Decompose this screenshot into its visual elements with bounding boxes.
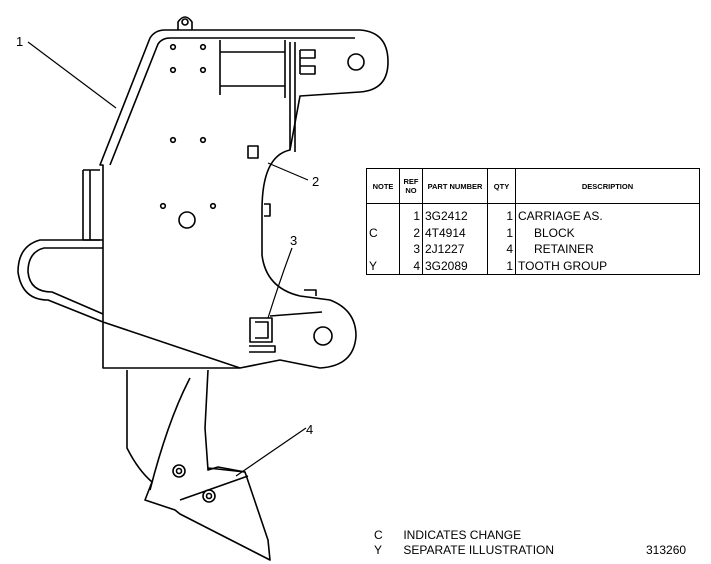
cell-note [366,241,400,258]
header-qty: QTY [487,168,516,204]
header-part-number: PART NUMBER [422,168,488,204]
cell-description-text: BLOCK [534,225,575,240]
legend-code: C [374,528,383,542]
cell-qty: 1 [487,224,516,241]
cell-description: RETAINER [515,241,700,258]
header-note: NOTE [366,168,400,204]
cell-note: C [366,224,400,241]
legend-row-separate: Y SEPARATE ILLUSTRATION [374,543,554,558]
callout-4: 4 [306,422,314,437]
callout-3: 3 [290,233,298,248]
cell-note [366,203,400,225]
parts-table: NOTE REF NO PART NUMBER QTY DESCRIPTION … [366,168,700,275]
cell-description-text: RETAINER [534,242,594,257]
cell-description: CARRIAGE AS. [515,203,700,225]
top-lifting-eye [177,16,193,30]
cell-part-number: 2J1227 [422,241,488,258]
cell-description: BLOCK [515,224,700,241]
table-header-row: NOTE REF NO PART NUMBER QTY DESCRIPTION [366,168,700,204]
cell-note: Y [366,257,400,275]
cell-ref: 2 [399,224,423,241]
cell-qty: 1 [487,203,516,225]
legend-code: Y [374,543,383,557]
legend-row-change: C INDICATES CHANGE [374,528,554,543]
table-row: 1 3G2412 1 CARRIAGE AS. [366,203,700,225]
cell-ref: 1 [399,203,423,225]
legend-text: SEPARATE ILLUSTRATION [403,543,555,557]
legend-text: INDICATES CHANGE [403,528,522,542]
table-row: Y 4 3G2089 1 TOOTH GROUP [366,257,700,275]
table-row: 3 2J1227 4 RETAINER [366,241,700,258]
cell-ref: 4 [399,257,423,275]
header-ref-no: REF NO [399,168,423,204]
legend: C INDICATES CHANGE Y SEPARATE ILLUSTRATI… [374,528,554,558]
cell-qty: 4 [487,241,516,258]
cell-qty: 1 [487,257,516,275]
cell-description: TOOTH GROUP [515,257,700,275]
header-description: DESCRIPTION [515,168,700,204]
callout-2: 2 [312,174,320,189]
leader-lines [27,41,309,477]
cell-part-number: 3G2089 [422,257,488,275]
carriage-assembly [17,29,389,369]
cell-part-number: 3G2412 [422,203,488,225]
figure-number: 313260 [646,543,687,557]
tooth-group [126,369,271,561]
callout-1: 1 [16,34,24,49]
table-row: C 2 4T4914 1 BLOCK [366,224,700,241]
cell-part-number: 4T4914 [422,224,488,241]
cell-ref: 3 [399,241,423,258]
